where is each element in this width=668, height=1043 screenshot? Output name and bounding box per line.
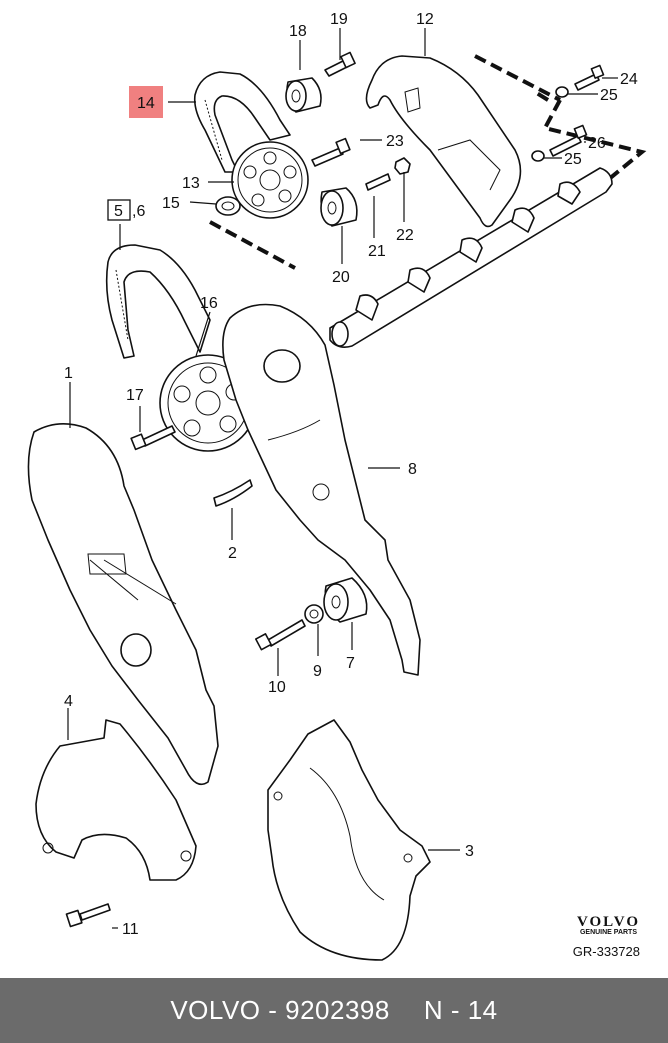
label-part-16: 16 <box>200 295 218 312</box>
leader-lines <box>67 28 618 929</box>
volvo-brand-logo: VOLVO GENUINE PARTS <box>577 914 640 936</box>
exploded-parts-diagram: 1 2 3 4 7 8 9 10 11 12 13 14 15 16 17 18… <box>27 11 647 961</box>
dashed-group-line <box>542 99 647 195</box>
dashed-group-line <box>474 54 561 102</box>
label-part-12: 12 <box>416 11 434 28</box>
timing-belt-lower <box>105 244 211 359</box>
front-timing-cover <box>27 423 219 786</box>
label-part-24: 24 <box>620 71 638 88</box>
camshaft <box>329 167 613 348</box>
label-part-4: 4 <box>64 693 73 710</box>
label-part-1: 1 <box>64 365 73 382</box>
label-part-23: 23 <box>386 133 404 150</box>
nut-22 <box>394 157 411 175</box>
washer-25-upper <box>555 86 569 98</box>
bolt-19 <box>324 51 356 77</box>
label-part-21: 21 <box>368 243 386 260</box>
washer-15 <box>215 196 241 216</box>
highlight-box-14 <box>129 86 163 118</box>
bolt-10 <box>254 619 306 651</box>
clip-2 <box>213 479 253 507</box>
bolt-24 <box>574 64 605 91</box>
label-part-8: 8 <box>408 461 417 478</box>
lower-cover-left <box>35 719 197 881</box>
bolt-11 <box>65 903 111 928</box>
timing-belt-upper <box>193 71 291 173</box>
brand-name: VOLVO <box>576 914 640 930</box>
label-part-17: 17 <box>126 387 144 404</box>
label-part-14: 14 <box>137 95 155 112</box>
label-part-11: 11 <box>122 921 139 938</box>
camshaft-sprocket-upper <box>231 141 309 219</box>
label-part-13: 13 <box>182 175 200 192</box>
label-part-22: 22 <box>396 227 414 244</box>
stud-21 <box>365 173 391 191</box>
bolt-26 <box>549 124 588 157</box>
tensioner-pulley-20 <box>320 187 358 227</box>
idler-pulley-18 <box>285 77 322 113</box>
label-part-19: 19 <box>330 11 348 28</box>
label-box-5 <box>107 199 131 221</box>
washer-25-lower <box>531 150 545 162</box>
label-part-15: 15 <box>162 195 180 212</box>
bolt-23 <box>311 137 351 167</box>
label-part-10: 10 <box>268 679 286 696</box>
dashed-group-line <box>209 220 296 270</box>
label-part-6: ,6 <box>132 203 145 220</box>
brand-subtitle: GENUINE PARTS <box>579 929 637 936</box>
upper-belt-cover <box>365 55 522 228</box>
label-part-3: 3 <box>465 843 474 860</box>
label-part-26: 26 <box>588 135 606 152</box>
washer-9 <box>304 604 324 624</box>
idler-pulley-7 <box>323 577 368 623</box>
diagram-reference-code: GR-333728 <box>572 944 640 959</box>
lower-cover-right <box>267 719 431 961</box>
label-part-7: 7 <box>346 655 355 672</box>
label-part-25-lower: 25 <box>564 151 582 168</box>
bolt-17 <box>130 425 176 451</box>
rear-backplate <box>222 303 421 676</box>
label-part-20: 20 <box>332 269 350 286</box>
label-part-2: 2 <box>228 545 237 562</box>
footer-bar: VOLVO - 9202398 N - 14 <box>0 978 668 1043</box>
label-part-25-upper: 25 <box>600 87 618 104</box>
label-part-5: 5 <box>114 203 123 220</box>
footer-item-number: N - 14 <box>423 995 498 1025</box>
label-part-9: 9 <box>313 663 322 680</box>
label-part-18: 18 <box>289 23 307 40</box>
footer-part-number: VOLVO - 9202398 <box>170 995 390 1025</box>
